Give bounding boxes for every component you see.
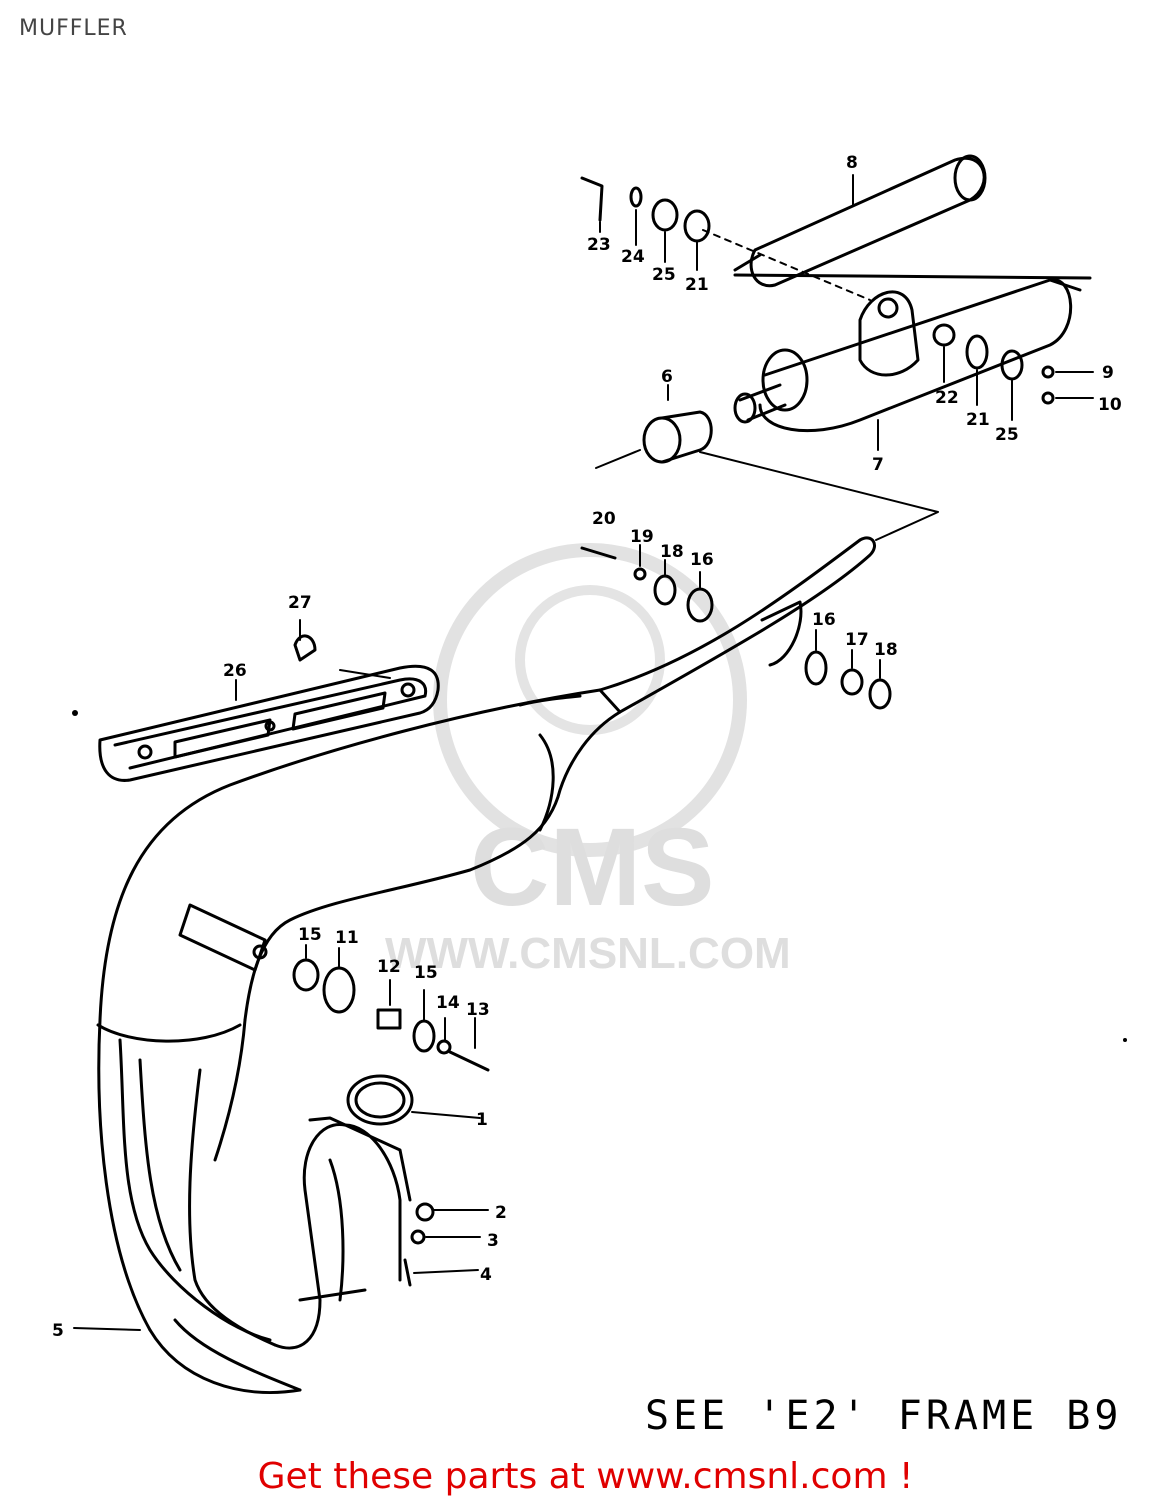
- exhaust-pipe: [96, 536, 876, 1394]
- heat-shield: [98, 664, 440, 782]
- callout-5: 5: [52, 1321, 64, 1341]
- callout-10: 10: [1098, 395, 1122, 415]
- callout-21a: 21: [685, 275, 709, 295]
- hardware: [292, 176, 1055, 1287]
- callout-21b: 21: [966, 410, 990, 430]
- callout-12: 12: [377, 957, 401, 977]
- callout-25a: 25: [652, 265, 676, 285]
- callout-19: 19: [630, 527, 654, 547]
- callout-11: 11: [335, 928, 359, 948]
- callout-6: 6: [661, 367, 673, 387]
- callout-3: 3: [487, 1231, 499, 1251]
- callout-16a: 16: [690, 550, 714, 570]
- watermark: CMS WWW.CMSNL.COM: [385, 543, 791, 978]
- callout-2: 2: [495, 1203, 507, 1223]
- callout-14: 14: [436, 993, 460, 1013]
- watermark-url: WWW.CMSNL.COM: [385, 929, 791, 978]
- callout-16b: 16: [812, 610, 836, 630]
- callout-15b: 15: [414, 963, 438, 983]
- callout-20: 20: [592, 509, 616, 529]
- callout-17: 17: [845, 630, 869, 650]
- callout-18a: 18: [660, 542, 684, 562]
- callout-15a: 15: [298, 925, 322, 945]
- callout-23: 23: [587, 235, 611, 255]
- page-title: MUFFLER: [19, 16, 128, 41]
- silencer: [733, 273, 1092, 433]
- gasket: [346, 1074, 414, 1126]
- callout-4: 4: [480, 1265, 492, 1285]
- pipe-clamp: [178, 903, 267, 972]
- callout-8: 8: [846, 153, 858, 173]
- callout-22: 22: [935, 388, 959, 408]
- callout-13: 13: [466, 1000, 490, 1020]
- callout-25b: 25: [995, 425, 1019, 445]
- footer-parts-link[interactable]: Get these parts at www.cmsnl.com !: [257, 1456, 914, 1497]
- watermark-logo-text: CMS: [470, 806, 714, 929]
- leader-lines: [73, 174, 1094, 1331]
- callout-27: 27: [288, 593, 312, 613]
- callout-7: 7: [872, 455, 884, 475]
- joint-sleeve: [642, 410, 713, 464]
- callout-26: 26: [223, 661, 247, 681]
- callout-1: 1: [476, 1110, 488, 1130]
- callout-18b: 18: [874, 640, 898, 660]
- callout-24: 24: [621, 247, 645, 267]
- tail-pipe: [733, 154, 987, 288]
- callout-9: 9: [1102, 363, 1114, 383]
- frame-reference-note: SEE 'E2' FRAME B9: [645, 1393, 1123, 1439]
- callout-numbers: 1 2 3 4 5 6 7 8 9 10 11 12 13 14 15 15 1…: [52, 153, 1122, 1341]
